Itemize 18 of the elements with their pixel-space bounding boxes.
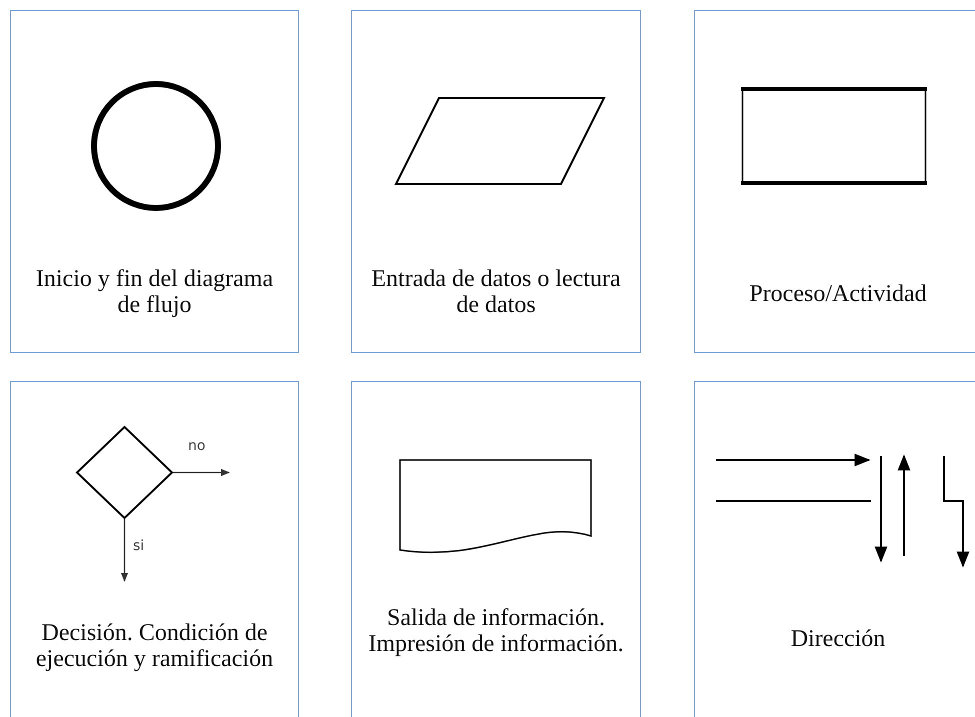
symbol-card xyxy=(351,10,641,353)
symbol-caption: Inicio y fin del diagrama de flujo xyxy=(34,266,274,318)
symbol-card xyxy=(351,381,641,717)
symbol-card xyxy=(10,381,299,717)
symbol-card xyxy=(10,10,299,353)
input-parallelogram xyxy=(394,96,606,186)
process-rectangle xyxy=(741,87,927,185)
decision-diamond xyxy=(76,426,173,519)
symbol-caption: Decisión. Condición de ejecución y ramificación xyxy=(34,620,274,672)
arrow xyxy=(173,468,230,476)
symbol-caption: Salida de información. Impresión de información. xyxy=(367,605,625,657)
symbol-card xyxy=(694,381,975,717)
symbol-caption: Dirección xyxy=(790,626,886,652)
symbol-caption: Entrada de datos o lectura de datos xyxy=(370,266,622,318)
arrow xyxy=(120,519,128,582)
symbol-caption: Proceso/Actividad xyxy=(748,281,928,307)
terminal-circle xyxy=(91,81,221,211)
symbol-card xyxy=(694,10,975,353)
